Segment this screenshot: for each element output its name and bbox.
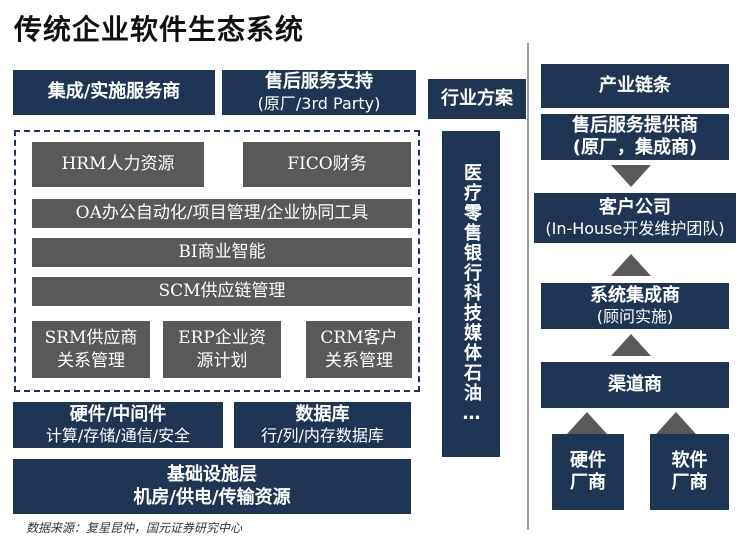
industry-list: 医疗零售银行科技媒体石油… [461,162,482,426]
database-box: 数据库 行/列/内存数据库 [234,402,411,448]
infrastructure-box: 基础设施层 机房/供电/传输资源 [13,459,411,514]
channel-label: 渠道商 [608,373,662,395]
system-integrator-box: 系统集成商 (顾问实施) [541,283,729,329]
hrm-box: HRM人力资源 [32,142,204,187]
client-box: 客户公司 (In-House开发维护团队) [534,193,736,243]
system-integrator-sublabel: (顾问实施) [596,307,674,327]
applications-area [14,130,420,392]
hrm-label: HRM人力资源 [61,154,175,175]
arrow-up-1 [611,254,651,276]
chain-header-label: 产业链条 [599,74,671,96]
after-sales-box: 售后服务支持 (原厂/3rd Party) [222,70,416,115]
after-sales-sublabel: (原厂/3rd Party) [257,93,381,113]
database-label: 数据库 [295,403,350,425]
hardware-vendor-label: 硬件 [570,449,606,471]
hardware-vendor-sublabel: 厂商 [570,472,606,493]
arrow-up-2 [611,334,651,356]
integrator-box: 集成/实施服务商 [13,70,215,115]
channel-box: 渠道商 [541,362,729,408]
software-vendor-box: 软件 厂商 [650,434,729,510]
infrastructure-sublabel: 机房/供电/传输资源 [133,486,291,508]
srm-sublabel: 关系管理 [57,350,125,371]
crm-sublabel: 关系管理 [325,350,393,371]
fico-box: FICO财务 [243,142,411,187]
scm-box: SCM供应链管理 [32,277,412,306]
after-sales-label: 售后服务支持 [265,71,373,93]
source-note: 数据来源：复星昆仲，国元证券研究中心 [26,521,243,535]
bi-label: BI商业智能 [178,242,266,263]
software-vendor-label: 软件 [671,449,708,471]
erp-sublabel: 源计划 [196,350,248,371]
bi-box: BI商业智能 [32,238,412,267]
integrator-label: 集成/实施服务商 [47,81,181,103]
erp-box: ERP企业资 源计划 [163,321,281,378]
after-sales-provider-label: 售后服务提供商 [572,114,698,136]
client-sublabel: (In-House开发维护团队) [545,219,725,239]
after-sales-provider-sublabel: (原厂，集成商) [572,137,698,158]
arrow-up-hardware [567,412,607,434]
scm-label: SCM供应链管理 [158,281,286,302]
client-label: 客户公司 [599,196,671,218]
system-integrator-label: 系统集成商 [590,284,680,306]
software-vendor-sublabel: 厂商 [671,472,708,493]
hardware-sublabel: 计算/存储/通信/安全 [45,426,191,446]
divider-line [527,43,529,530]
arrow-up-software [656,412,696,434]
industry-list-box: 医疗零售银行科技媒体石油… [442,131,500,457]
crm-label: CRM客户 [320,328,398,349]
hardware-vendor-box: 硬件 厂商 [552,434,624,510]
after-sales-provider-box: 售后服务提供商 (原厂，集成商) [541,114,729,160]
oa-label: OA办公自动化/项目管理/企业协同工具 [75,203,369,224]
hardware-label: 硬件/中间件 [69,403,167,425]
erp-label: ERP企业资 [178,328,266,349]
hardware-box: 硬件/中间件 计算/存储/通信/安全 [13,402,223,448]
srm-label: SRM供应商 [44,328,138,349]
arrow-down [611,165,651,187]
page-title: 传统企业软件生态系统 [14,13,305,46]
infrastructure-label: 基础设施层 [167,464,257,485]
industry-header: 行业方案 [428,79,526,119]
crm-box: CRM客户 关系管理 [306,321,412,378]
database-sublabel: 行/列/内存数据库 [261,426,384,446]
chain-header: 产业链条 [541,64,729,108]
srm-box: SRM供应商 关系管理 [32,321,150,378]
oa-box: OA办公自动化/项目管理/企业协同工具 [32,199,412,228]
industry-header-label: 行业方案 [441,87,513,109]
fico-label: FICO财务 [287,154,367,175]
